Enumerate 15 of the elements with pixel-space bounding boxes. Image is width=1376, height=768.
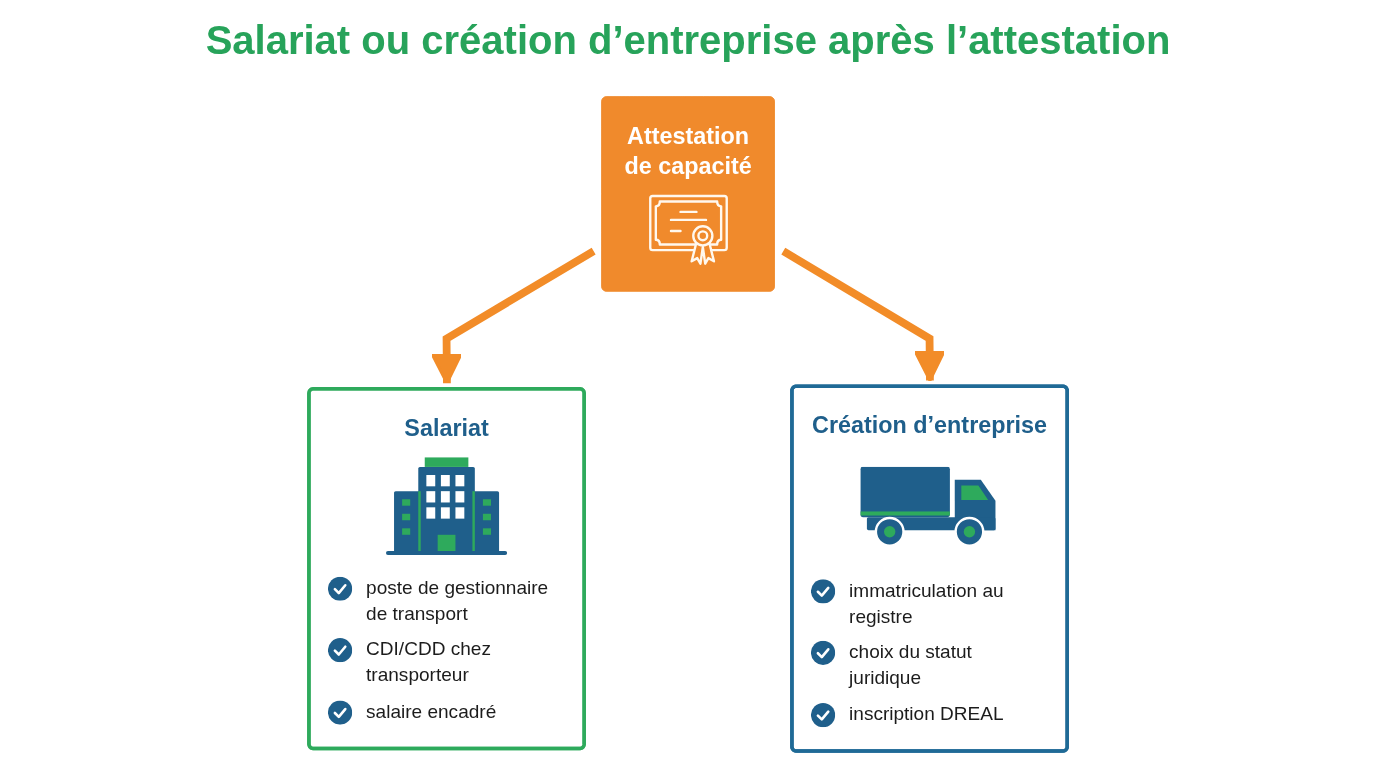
list-item-text: inscription DREAL — [849, 702, 1004, 725]
arrow — [430, 247, 596, 385]
highlight-card — [601, 96, 775, 292]
list-item-text: choix du statut juridique — [849, 641, 972, 689]
list-item-text: poste de gestionnaire de transport — [366, 576, 549, 625]
list-item-text: salaire encadré — [366, 700, 497, 722]
list-item-text: immatriculation au registre — [849, 579, 1004, 627]
card-heading: Création d’entreprise — [811, 411, 1047, 441]
option-card — [790, 384, 1069, 753]
diagram-title: Salariat ou création d’entreprise après l’attestation — [205, 18, 1171, 63]
list-item-text: CDI/CDD chez transporteur — [366, 638, 491, 686]
card-heading: Salariat — [404, 413, 489, 443]
arrow — [781, 247, 946, 383]
card-heading: Attestation de capacité — [623, 121, 753, 182]
option-card — [307, 387, 586, 751]
